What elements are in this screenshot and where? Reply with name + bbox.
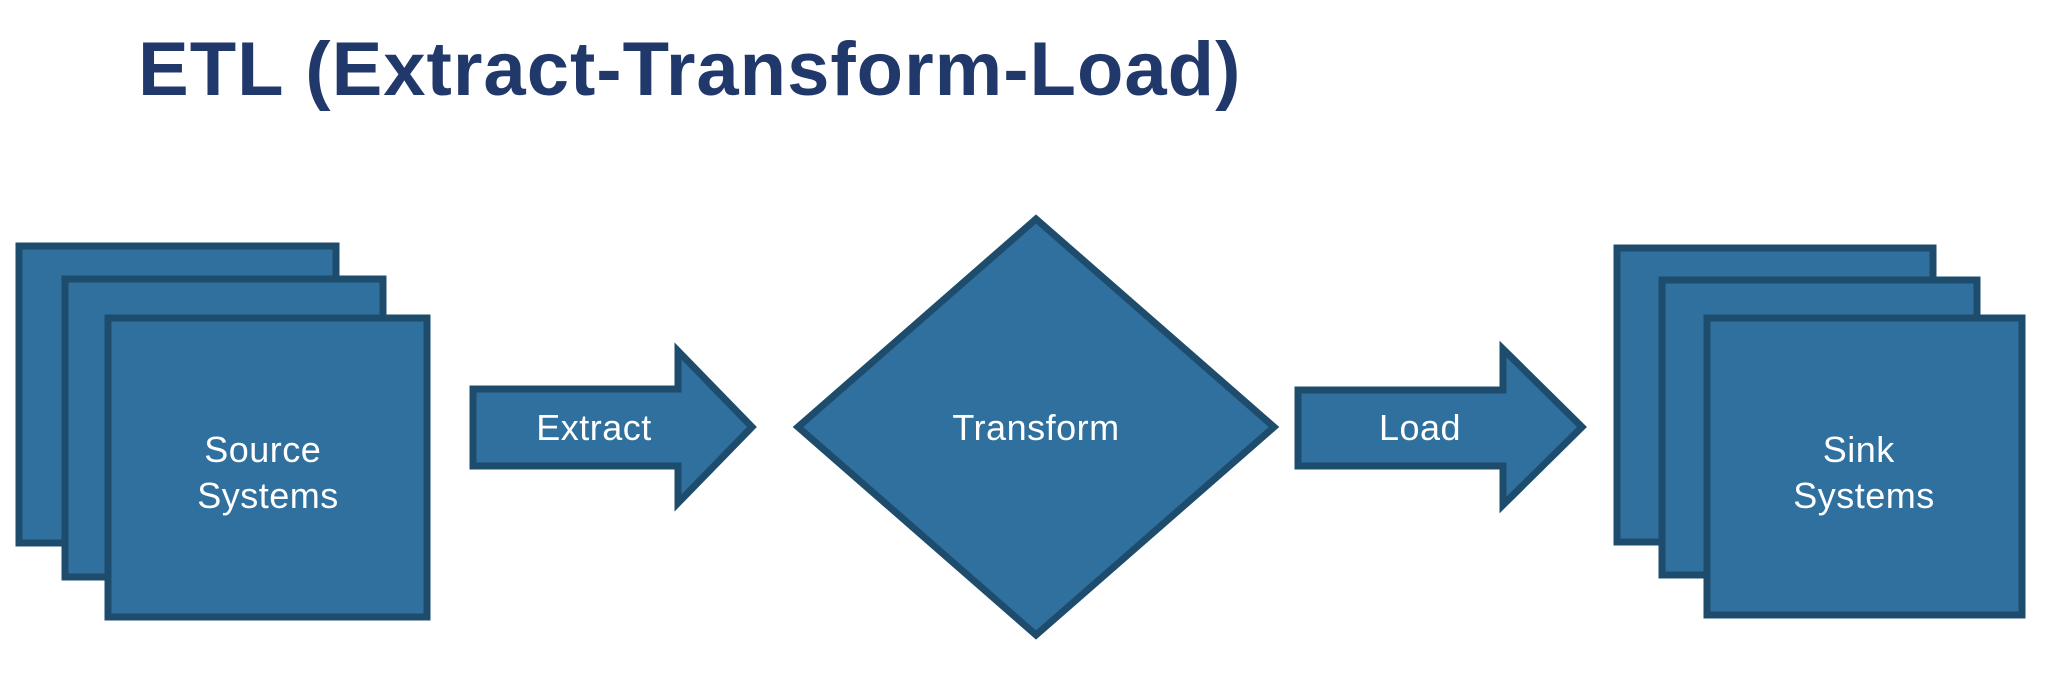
sink-systems-label: Sink Systems (1793, 429, 1935, 516)
sink-stack-front-square (1703, 314, 2026, 619)
load-arrow-label: Load (1379, 407, 1461, 448)
load-arrow: Load (1294, 340, 1587, 514)
source-systems-node: Source Systems (15, 242, 431, 621)
source-systems-label-line2: Systems (197, 475, 339, 516)
load-arrow-shape (1294, 340, 1587, 514)
source-stack-front-square (104, 314, 431, 621)
source-systems-label-line1: Source (204, 429, 321, 470)
extract-arrow-label: Extract (536, 407, 652, 448)
sink-systems-label-line1: Sink (1823, 429, 1896, 470)
diagram-title: ETL (Extract-Transform-Load) (138, 27, 1242, 112)
sink-systems-label-line2: Systems (1793, 475, 1935, 516)
extract-arrow: Extract (469, 342, 757, 512)
transform-diamond (792, 214, 1280, 640)
extract-arrow-shape (469, 342, 757, 512)
source-systems-label: Source Systems (197, 429, 339, 516)
sink-systems-node: Sink Systems (1613, 244, 2026, 619)
transform-node: Transform (792, 214, 1280, 640)
transform-label: Transform (952, 407, 1119, 448)
